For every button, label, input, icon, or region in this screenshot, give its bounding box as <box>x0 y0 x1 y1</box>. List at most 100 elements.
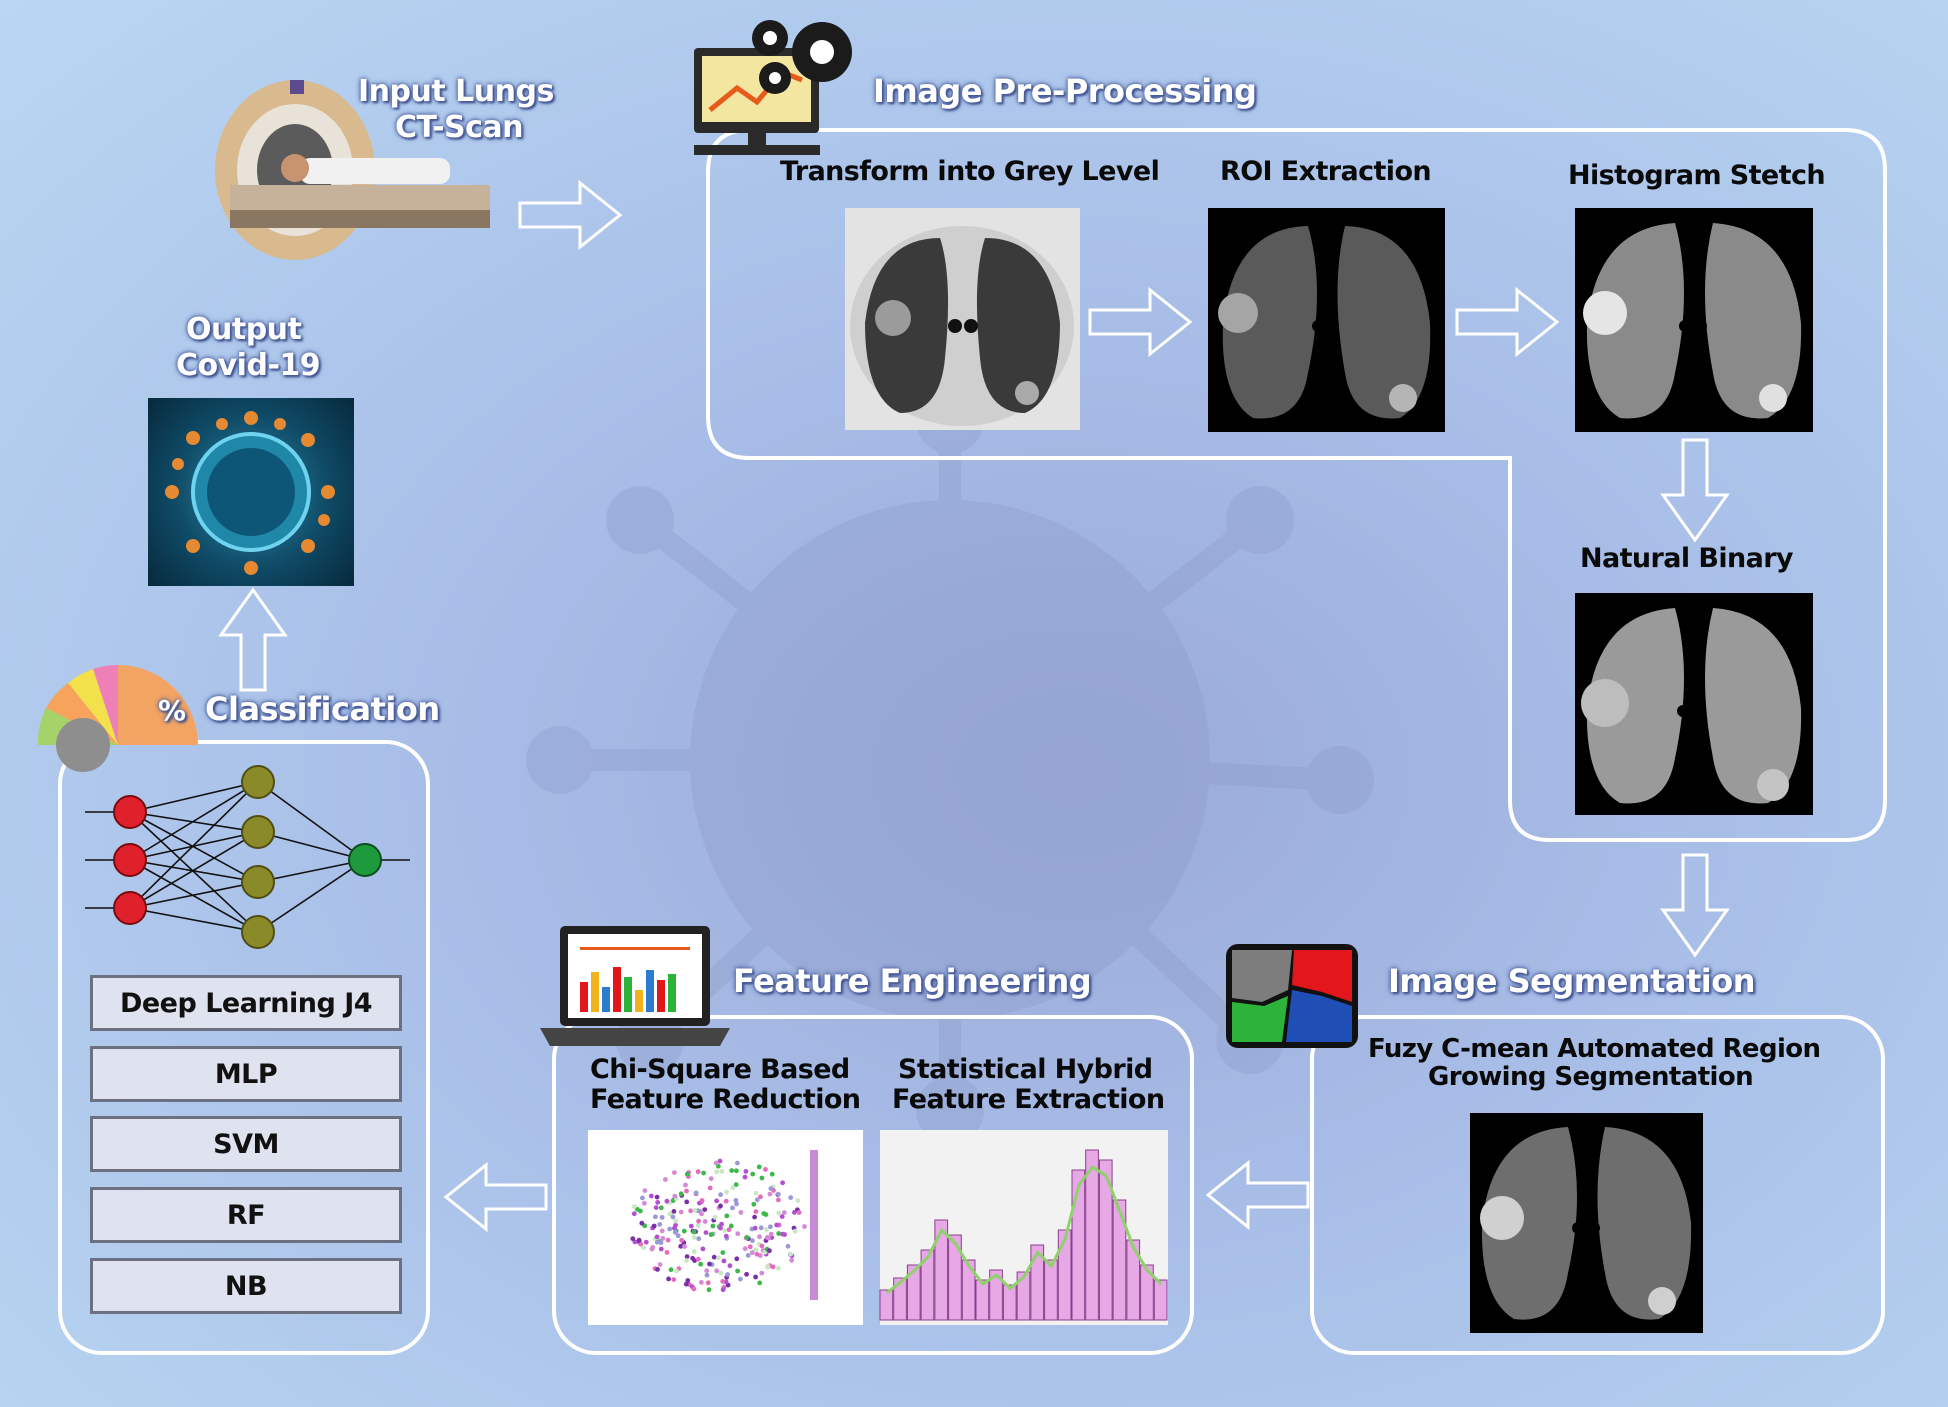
arrow-right-icon-3 <box>1455 286 1560 358</box>
scatter-dot <box>657 1262 663 1267</box>
scatter-dot <box>631 1211 637 1217</box>
scatter-dot <box>672 1170 677 1175</box>
scatter-dot <box>699 1211 704 1217</box>
computer-gears-icon <box>694 20 852 155</box>
grey-level-label: Transform into Grey Level <box>780 156 1160 187</box>
scatter-dot <box>683 1182 688 1188</box>
scatter-dot <box>796 1210 802 1215</box>
scatter-dot <box>720 1279 726 1284</box>
scatter-dot <box>684 1254 690 1259</box>
scatter-dot <box>733 1182 739 1187</box>
scatter-dot <box>681 1228 687 1234</box>
scatter-dot <box>802 1224 807 1229</box>
scatter-dot <box>713 1160 719 1166</box>
scatter-dot <box>710 1223 716 1229</box>
scatter-dot <box>757 1234 762 1240</box>
scatter-dot <box>752 1214 757 1220</box>
scatter-dot <box>721 1258 727 1264</box>
arrow-down-icon-2 <box>1660 853 1730 958</box>
scatter-dot <box>735 1231 741 1237</box>
scatter-dot <box>691 1249 697 1254</box>
scatter-dot <box>719 1221 724 1227</box>
scatter-dot <box>699 1280 704 1285</box>
histogram-bar <box>934 1219 949 1321</box>
scatter-dot <box>763 1167 768 1172</box>
scatter-dot <box>750 1238 755 1244</box>
segmentation-panel <box>1310 1015 1885 1355</box>
scatter-dot <box>735 1268 740 1274</box>
scatter-dot <box>792 1210 797 1215</box>
scatter-dot <box>704 1272 710 1278</box>
scatter-dot <box>630 1236 636 1242</box>
scatter-dot <box>660 1236 666 1241</box>
scatter-dot <box>754 1197 760 1203</box>
scatter-dot <box>767 1248 772 1254</box>
segmented-ct-image <box>1470 1113 1703 1333</box>
scatter-dot <box>718 1192 723 1198</box>
scatter-dot <box>675 1233 681 1239</box>
scatter-dot <box>723 1233 729 1239</box>
scatter-dot <box>657 1222 663 1227</box>
scatter-dot <box>720 1250 726 1255</box>
scatter-dot <box>729 1168 735 1173</box>
output-label-line1: Output <box>186 312 302 347</box>
scatter-dot <box>684 1188 689 1194</box>
roi-ct-image <box>1208 208 1445 432</box>
scatter-dot <box>659 1215 665 1220</box>
scatter-dot <box>667 1211 673 1217</box>
scatter-dot <box>703 1230 709 1235</box>
scatter-dot <box>685 1278 691 1283</box>
scatter-dot <box>705 1280 711 1286</box>
arrow-left-icon <box>1205 1159 1310 1231</box>
scatter-dot <box>738 1210 744 1215</box>
scatter-dot <box>659 1228 665 1234</box>
grey-level-ct-image <box>845 208 1080 430</box>
histogram-bar <box>1016 1271 1031 1321</box>
scatter-dot <box>747 1244 753 1250</box>
scatter-colorbar <box>810 1150 818 1300</box>
scatter-dot <box>734 1256 740 1262</box>
histogram-bar <box>1153 1279 1168 1321</box>
scatter-dot <box>707 1261 712 1267</box>
scatter-dot <box>702 1219 708 1224</box>
scatter-dot <box>691 1235 697 1240</box>
scatter-dot <box>636 1237 642 1243</box>
scatter-dot <box>718 1203 723 1209</box>
chi-label-line2: Feature Reduction <box>590 1084 861 1115</box>
scatter-dot <box>641 1200 647 1206</box>
scatter-dot <box>667 1226 673 1232</box>
binary-label: Natural Binary <box>1580 543 1794 574</box>
arrow-down-icon <box>1660 438 1730 543</box>
scatter-dot <box>664 1198 670 1204</box>
scatter-dot <box>776 1265 781 1271</box>
scatter-dot <box>684 1171 690 1177</box>
stat-label-line2: Feature Extraction <box>892 1084 1165 1115</box>
histogram-label: Histogram Stetch <box>1568 160 1826 191</box>
scatter-dot <box>691 1229 697 1235</box>
scatter-dot <box>706 1287 712 1293</box>
scatter-dot <box>759 1175 765 1181</box>
histogram-bar <box>1098 1159 1113 1321</box>
arrow-right-icon-2 <box>1088 286 1193 358</box>
scatter-dot <box>776 1197 781 1203</box>
scatter-dot <box>744 1271 749 1277</box>
scatter-dot <box>688 1223 694 1229</box>
histogram-bar <box>1112 1199 1127 1321</box>
scatter-dot <box>722 1228 727 1233</box>
histogram-bar <box>906 1264 921 1321</box>
input-label-line2: CT-Scan <box>395 110 524 145</box>
laptop-chart-icon <box>540 926 730 1046</box>
scatter-dot <box>728 1223 734 1229</box>
scatter-dot <box>719 1169 725 1174</box>
segmentation-title: Image Segmentation <box>1388 962 1756 1000</box>
scatter-dot <box>673 1218 678 1224</box>
scatter-dot <box>670 1214 676 1220</box>
scatter-dot <box>792 1228 798 1234</box>
scatter-dot <box>745 1253 751 1258</box>
scatter-dot <box>684 1258 689 1263</box>
scatter-dot <box>683 1281 689 1287</box>
scatter-dot <box>788 1251 794 1257</box>
model-deep-learning-j4: Deep Learning J4 <box>90 975 402 1031</box>
